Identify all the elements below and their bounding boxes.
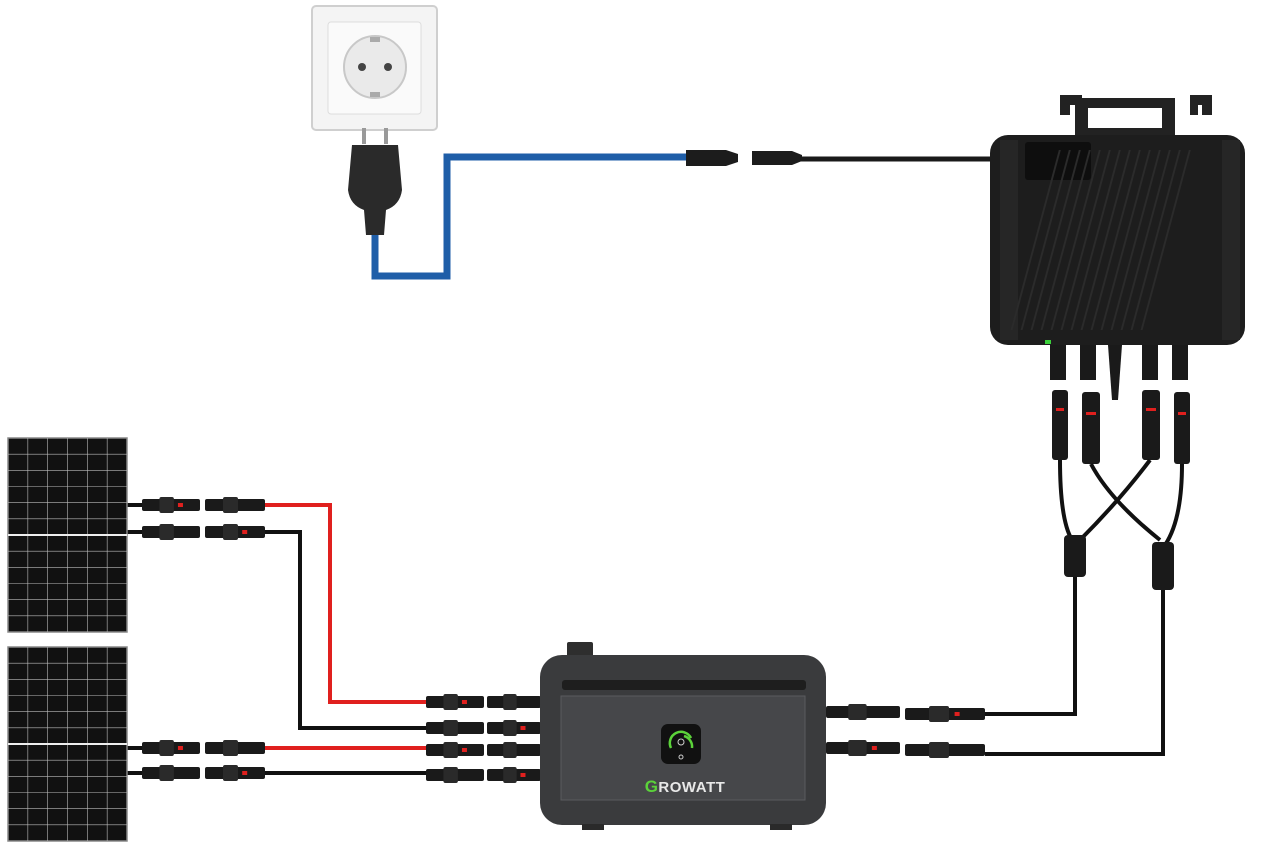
wall-socket bbox=[311, 5, 438, 131]
y-connector bbox=[1064, 535, 1086, 577]
mc4-connector bbox=[905, 706, 985, 722]
mc4-connector bbox=[487, 742, 541, 758]
mc4-connector bbox=[142, 497, 200, 513]
mc4-connector bbox=[426, 694, 484, 710]
mc4-connector bbox=[142, 765, 200, 781]
microinverter bbox=[990, 95, 1245, 400]
mc4-connector bbox=[142, 524, 200, 540]
mc4-connector bbox=[905, 742, 985, 758]
mc4-connector bbox=[205, 765, 265, 781]
mc4-connector bbox=[426, 742, 484, 758]
control-display[interactable] bbox=[661, 724, 701, 764]
mc4-connector bbox=[487, 767, 541, 783]
solar-panel bbox=[7, 437, 128, 633]
mc4-connector bbox=[487, 720, 541, 736]
mc4-connectors bbox=[142, 497, 985, 783]
mc4-connector bbox=[826, 740, 900, 756]
mc4-connector bbox=[205, 740, 265, 756]
mc4-connector bbox=[826, 704, 900, 720]
mc4-connector bbox=[205, 524, 265, 540]
solar-panel bbox=[7, 646, 128, 842]
y-connector bbox=[1152, 542, 1174, 590]
mc4-connector bbox=[426, 767, 484, 783]
dc-wires bbox=[127, 503, 428, 775]
schuko-plug bbox=[348, 128, 402, 235]
mc4-connector bbox=[426, 720, 484, 736]
y-branch-cables bbox=[985, 458, 1184, 756]
mc4-connector bbox=[142, 740, 200, 756]
growatt-logo: GROWATT bbox=[644, 777, 726, 796]
growatt-storage-unit bbox=[540, 642, 826, 830]
inverter-dc-connectors bbox=[1052, 390, 1190, 464]
ac-connector bbox=[686, 150, 802, 166]
ac-cable bbox=[371, 153, 690, 280]
mc4-connector bbox=[487, 694, 541, 710]
mc4-connector bbox=[205, 497, 265, 513]
